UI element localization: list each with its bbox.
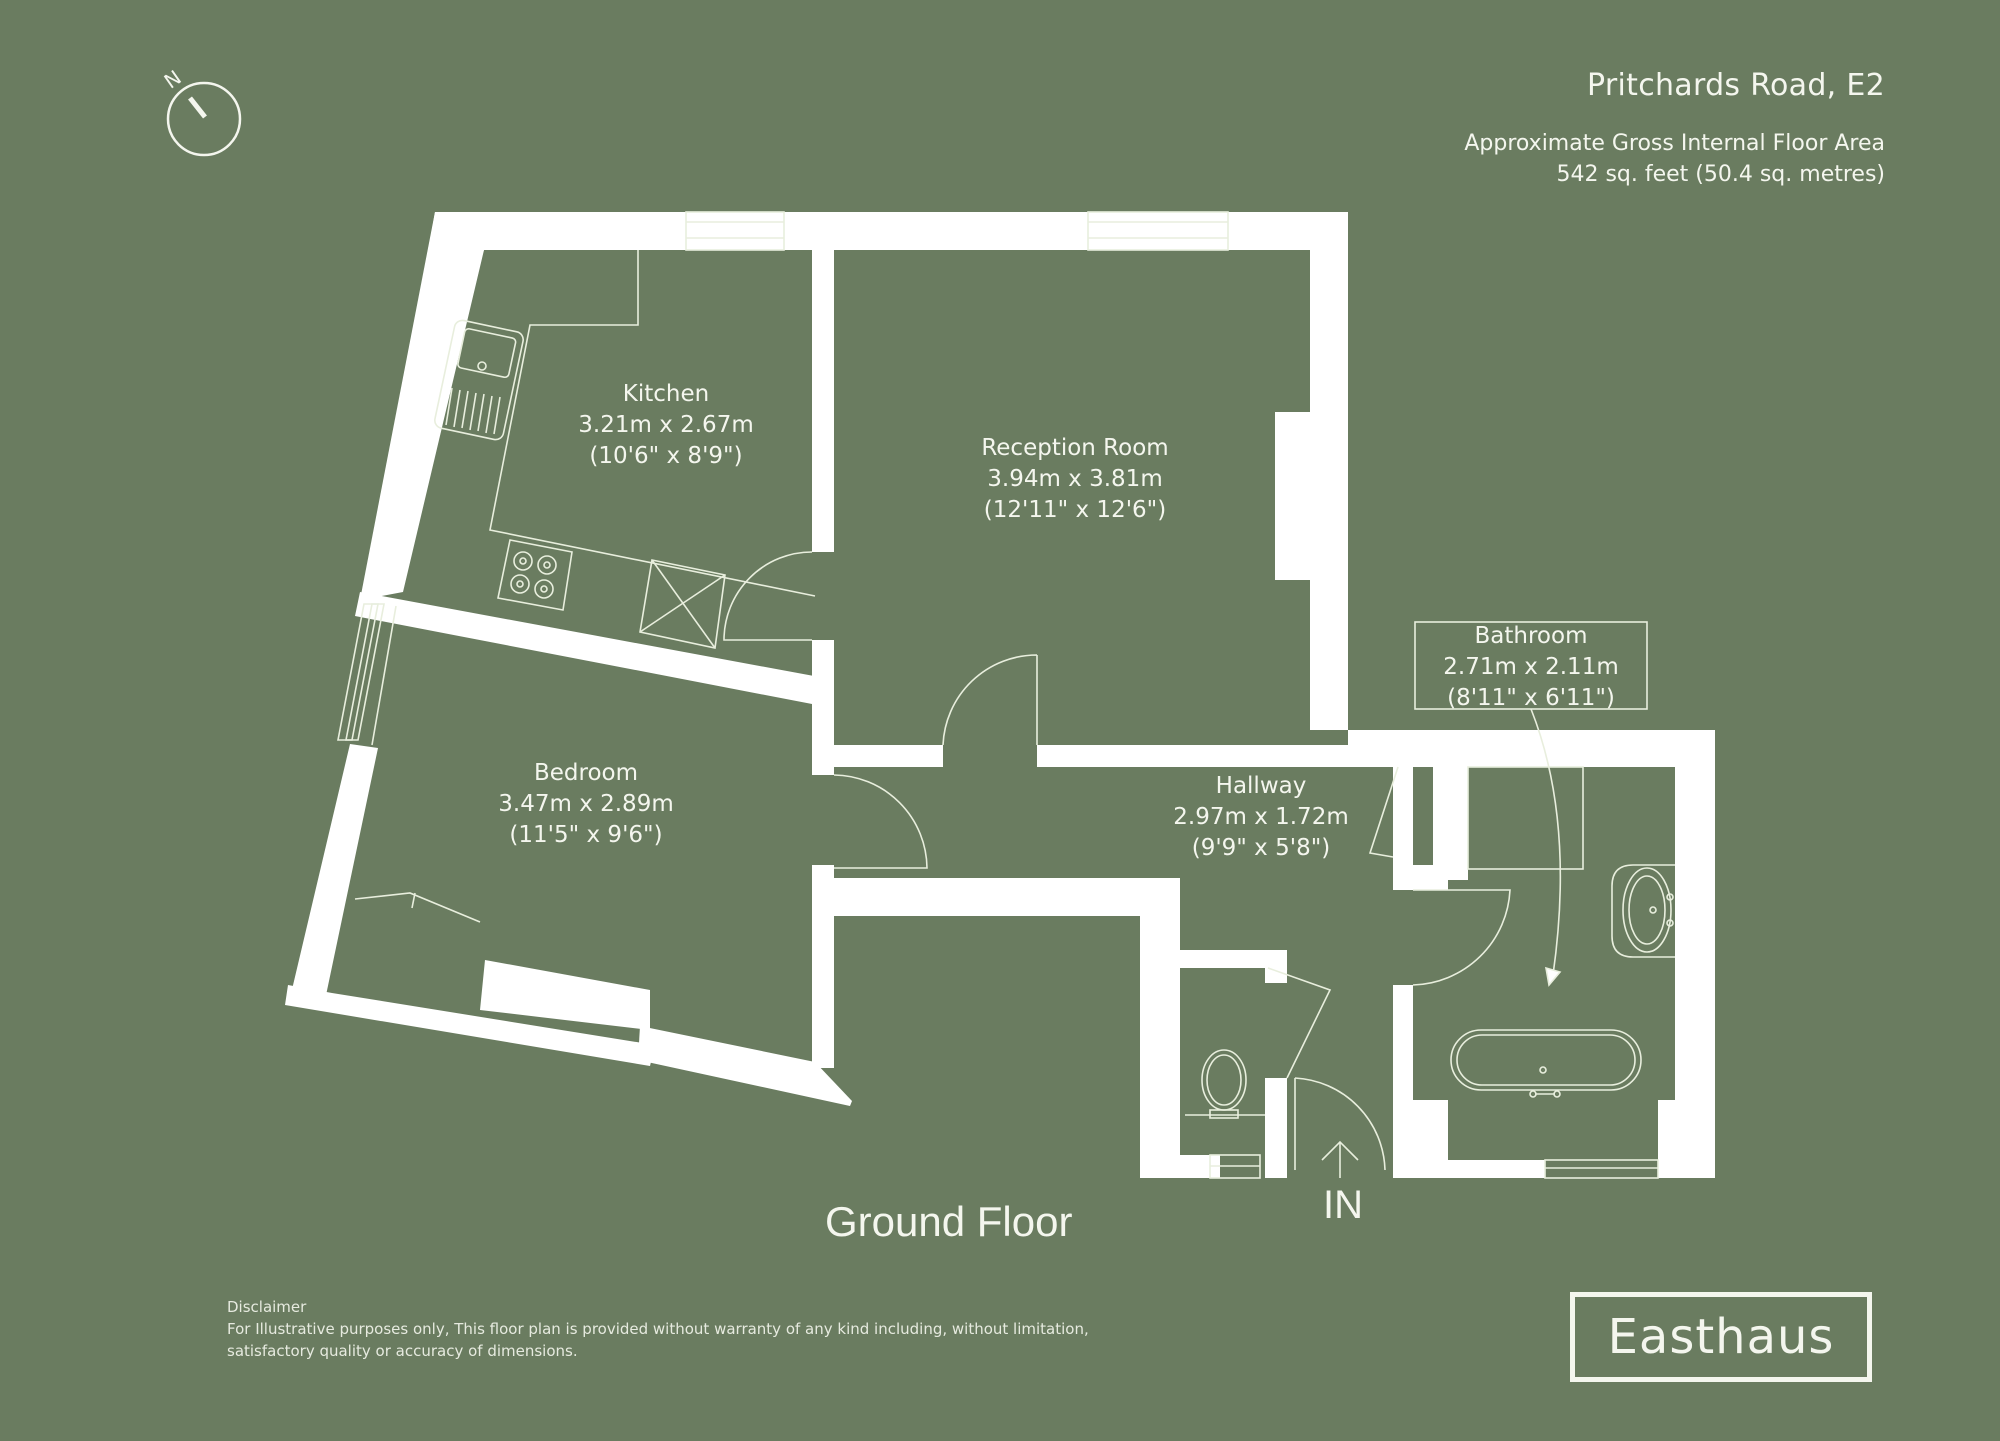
room-label-bathroom: Bathroom 2.71m x 2.11m (8'11" x 6'11") [1443, 621, 1618, 714]
brand-logo: Easthaus [1570, 1292, 1872, 1382]
room-name: Bedroom [533, 760, 639, 786]
room-imperial: (11'5" x 9'6") [509, 822, 663, 848]
room-metric: 3.47m x 2.89m [498, 791, 674, 817]
disclaimer-line-1: For Illustrative purposes only, This flo… [227, 1320, 1089, 1338]
north-compass-icon: N [160, 65, 242, 157]
entrance-label: IN [1323, 1183, 1363, 1227]
room-metric: 2.71m x 2.11m [1443, 654, 1619, 680]
disclaimer: Disclaimer For Illustrative purposes onl… [227, 1296, 1227, 1362]
property-title: Pritchards Road, E2 [1587, 68, 1885, 103]
floor-area-value: 542 sq. feet (50.4 sq. metres) [1556, 162, 1885, 187]
disclaimer-line-2: satisfactory quality or accuracy of dime… [227, 1342, 578, 1360]
floor-area-label: Approximate Gross Internal Floor Area [1464, 131, 1885, 156]
room-imperial: (9'9" x 5'8") [1191, 835, 1331, 861]
floor-label: Ground Floor [825, 1198, 1073, 1245]
fixtures [337, 211, 1675, 1179]
disclaimer-heading: Disclaimer [227, 1298, 307, 1316]
room-imperial: (10'6" x 8'9") [589, 443, 743, 469]
walls [285, 212, 1715, 1178]
room-label-hallway: Hallway 2.97m x 1.72m (9'9" x 5'8") [1173, 771, 1348, 864]
room-label-kitchen: Kitchen 3.21m x 2.67m (10'6" x 8'9") [578, 379, 753, 472]
room-imperial: (12'11" x 12'6") [983, 497, 1167, 523]
room-label-reception: Reception Room 3.94m x 3.81m (12'11" x 1… [981, 433, 1168, 526]
room-label-bedroom: Bedroom 3.47m x 2.89m (11'5" x 9'6") [498, 758, 673, 851]
floor-area-info: Approximate Gross Internal Floor Area 54… [1464, 128, 1885, 190]
room-metric: 2.97m x 1.72m [1173, 804, 1349, 830]
room-metric: 3.94m x 3.81m [987, 466, 1163, 492]
room-name: Hallway [1215, 773, 1307, 799]
room-name: Bathroom [1474, 623, 1588, 649]
room-metric: 3.21m x 2.67m [578, 412, 754, 438]
room-name: Kitchen [622, 381, 710, 407]
room-imperial: (8'11" x 6'11") [1447, 685, 1615, 711]
room-name: Reception Room [981, 435, 1169, 461]
brand-logo-text: Easthaus [1607, 1309, 1835, 1365]
